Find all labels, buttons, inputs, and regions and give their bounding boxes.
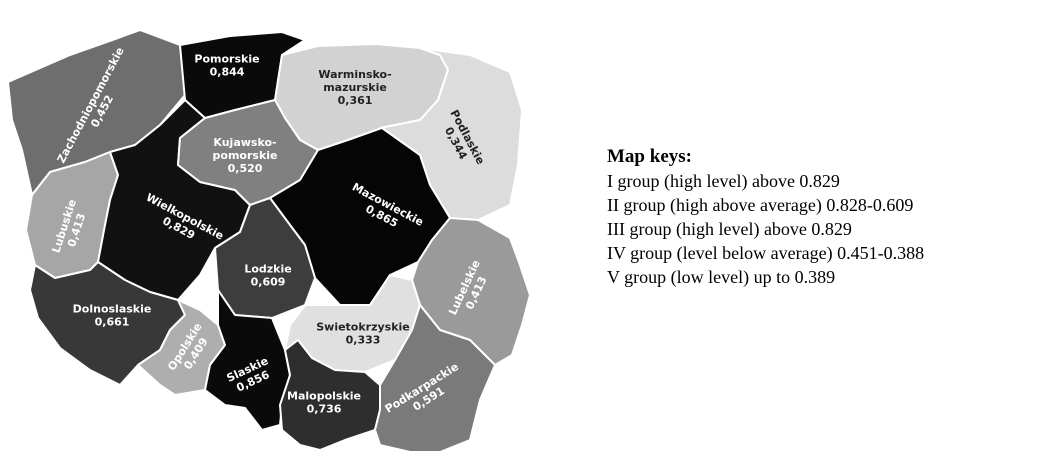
region-slaskie (204, 289, 291, 431)
legend-item-group-1: I group (high level) above 0.829 (607, 171, 840, 191)
legend-item-group-5: V group (low level) up to 0.389 (607, 267, 836, 287)
map-legend: Map keys: I group (high level) above 0.8… (607, 145, 924, 289)
region-lodzkie (214, 197, 316, 319)
legend-title: Map keys: (607, 146, 692, 167)
region-podkarpackie (374, 304, 496, 453)
legend-item-group-2: II group (high above average) 0.828-0.60… (607, 195, 914, 215)
legend-item-group-4: IV group (level below average) 0.451-0.3… (607, 243, 925, 263)
legend-item-group-3: III group (high level) above 0.829 (607, 219, 852, 239)
